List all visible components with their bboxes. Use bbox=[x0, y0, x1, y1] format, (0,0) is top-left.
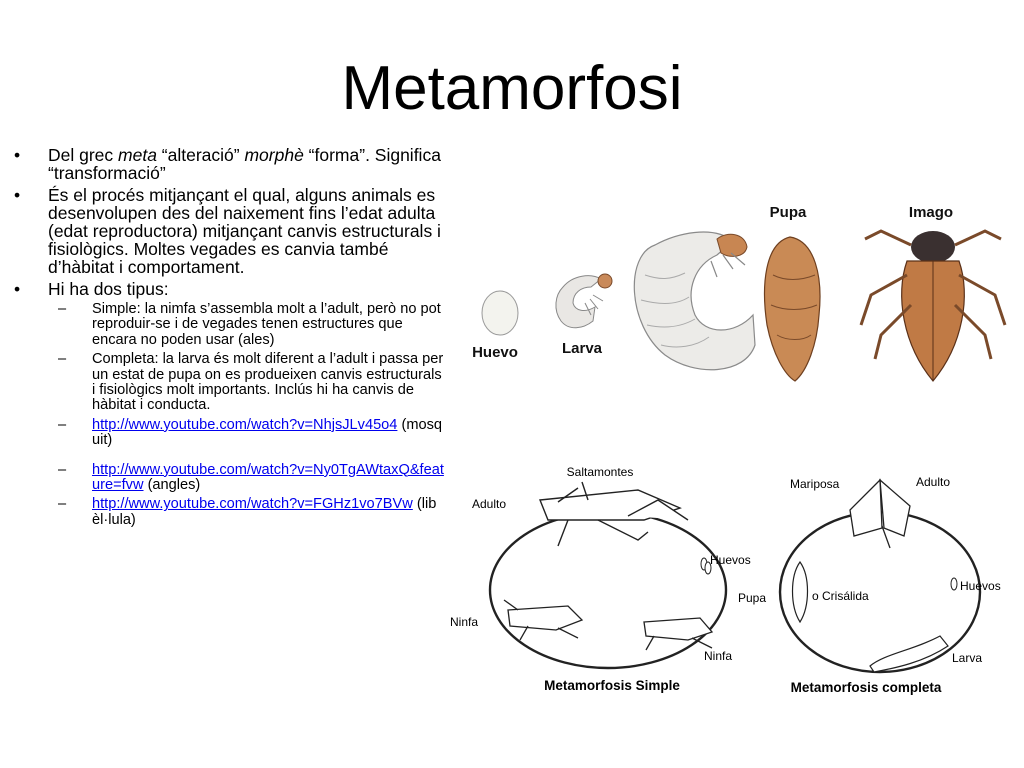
label-mariposa: Mariposa bbox=[790, 477, 840, 491]
bullet-dot: • bbox=[14, 279, 21, 299]
label-ninfa-left: Ninfa bbox=[450, 615, 478, 629]
bullet-definition: • És el procés mitjançant el qual, algun… bbox=[14, 185, 441, 277]
label-huevo: Huevo bbox=[472, 344, 518, 361]
caption-complete: Metamorfosis completa bbox=[791, 680, 942, 695]
label-huevos-simple: Huevos bbox=[710, 553, 751, 567]
sub-bullet-link-mosquito: – http://www.youtube.com/watch?v=NhjsJLv… bbox=[58, 416, 443, 449]
slide-title: Metamorfosi bbox=[341, 54, 683, 123]
sub-bullet-simple: – Simple: la nimfa s’assembla molt a l’a… bbox=[58, 301, 441, 348]
label-crisalida: o Crisálida bbox=[812, 589, 869, 603]
small-larva-icon bbox=[555, 273, 613, 329]
label-ninfa-right: Ninfa bbox=[704, 649, 732, 663]
chrysalis-icon bbox=[791, 560, 809, 624]
beetle-lifecycle-figure: Pupa Imago Huevo Larva bbox=[472, 204, 1007, 382]
bullet-etymology: • Del grec meta “alteració” morphè “form… bbox=[14, 145, 441, 183]
eggs-icon bbox=[700, 557, 712, 575]
butterfly-icon bbox=[849, 478, 911, 549]
label-larva: Larva bbox=[562, 340, 603, 357]
dash-bullet: – bbox=[58, 301, 67, 317]
nymph-right-icon bbox=[643, 617, 714, 651]
label-pupa: Pupa bbox=[770, 204, 807, 221]
simple-metamorphosis-figure: Saltamontes Adulto Huevos Ninfa Ninfa Me… bbox=[450, 465, 751, 693]
label-imago: Imago bbox=[909, 204, 953, 221]
sub-bullet-link-angels: – http://www.youtube.com/watch?v=Ny0TgAW… bbox=[58, 461, 444, 494]
label-adulto-complete: Adulto bbox=[916, 475, 950, 489]
dash-bullet: – bbox=[58, 351, 67, 368]
label-adulto-simple: Adulto bbox=[472, 497, 506, 511]
egg-icon bbox=[481, 290, 519, 336]
dash-bullet: – bbox=[58, 496, 67, 513]
nymph-left-icon bbox=[503, 599, 584, 641]
link-mosquito-video[interactable]: http://www.youtube.com/watch?v=NhjsJLv45… bbox=[92, 416, 398, 433]
bullet-dot: • bbox=[14, 185, 21, 205]
label-saltamontes: Saltamontes bbox=[567, 465, 634, 479]
grasshopper-adult-icon bbox=[539, 481, 689, 547]
slide-body: • Del grec meta “alteració” morphè “form… bbox=[14, 146, 444, 532]
beetle-imago-icon bbox=[859, 229, 1007, 382]
label-larva-complete: Larva bbox=[952, 651, 982, 665]
dash-bullet: – bbox=[58, 416, 67, 433]
complete-metamorphosis-figure: Mariposa Adulto Huevos Pupa o Crisálida … bbox=[738, 475, 1001, 695]
label-huevos-complete: Huevos bbox=[960, 579, 1001, 593]
caption-simple: Metamorfosis Simple bbox=[544, 678, 680, 693]
bullet-dot: • bbox=[14, 145, 21, 165]
caterpillar-icon bbox=[869, 635, 949, 673]
link-dragonfly-video[interactable]: http://www.youtube.com/watch?v=FGHz1vo7B… bbox=[92, 496, 413, 513]
eggs-complete-icon bbox=[950, 577, 958, 591]
sub-bullet-complete: – Completa: la larva és molt diferent a … bbox=[58, 351, 444, 414]
pupa-icon bbox=[763, 236, 821, 382]
bullet-types: • Hi ha dos tipus: bbox=[14, 279, 169, 299]
dash-bullet: – bbox=[58, 461, 67, 478]
sub-bullet-link-dragonfly: – http://www.youtube.com/watch?v=FGHz1vo… bbox=[58, 496, 437, 528]
label-pupa-complete: Pupa bbox=[738, 591, 766, 605]
grub-larva-icon bbox=[633, 231, 756, 371]
link-angels-video[interactable]: http://www.youtube.com/watch?v=Ny0TgAWta… bbox=[92, 461, 444, 494]
